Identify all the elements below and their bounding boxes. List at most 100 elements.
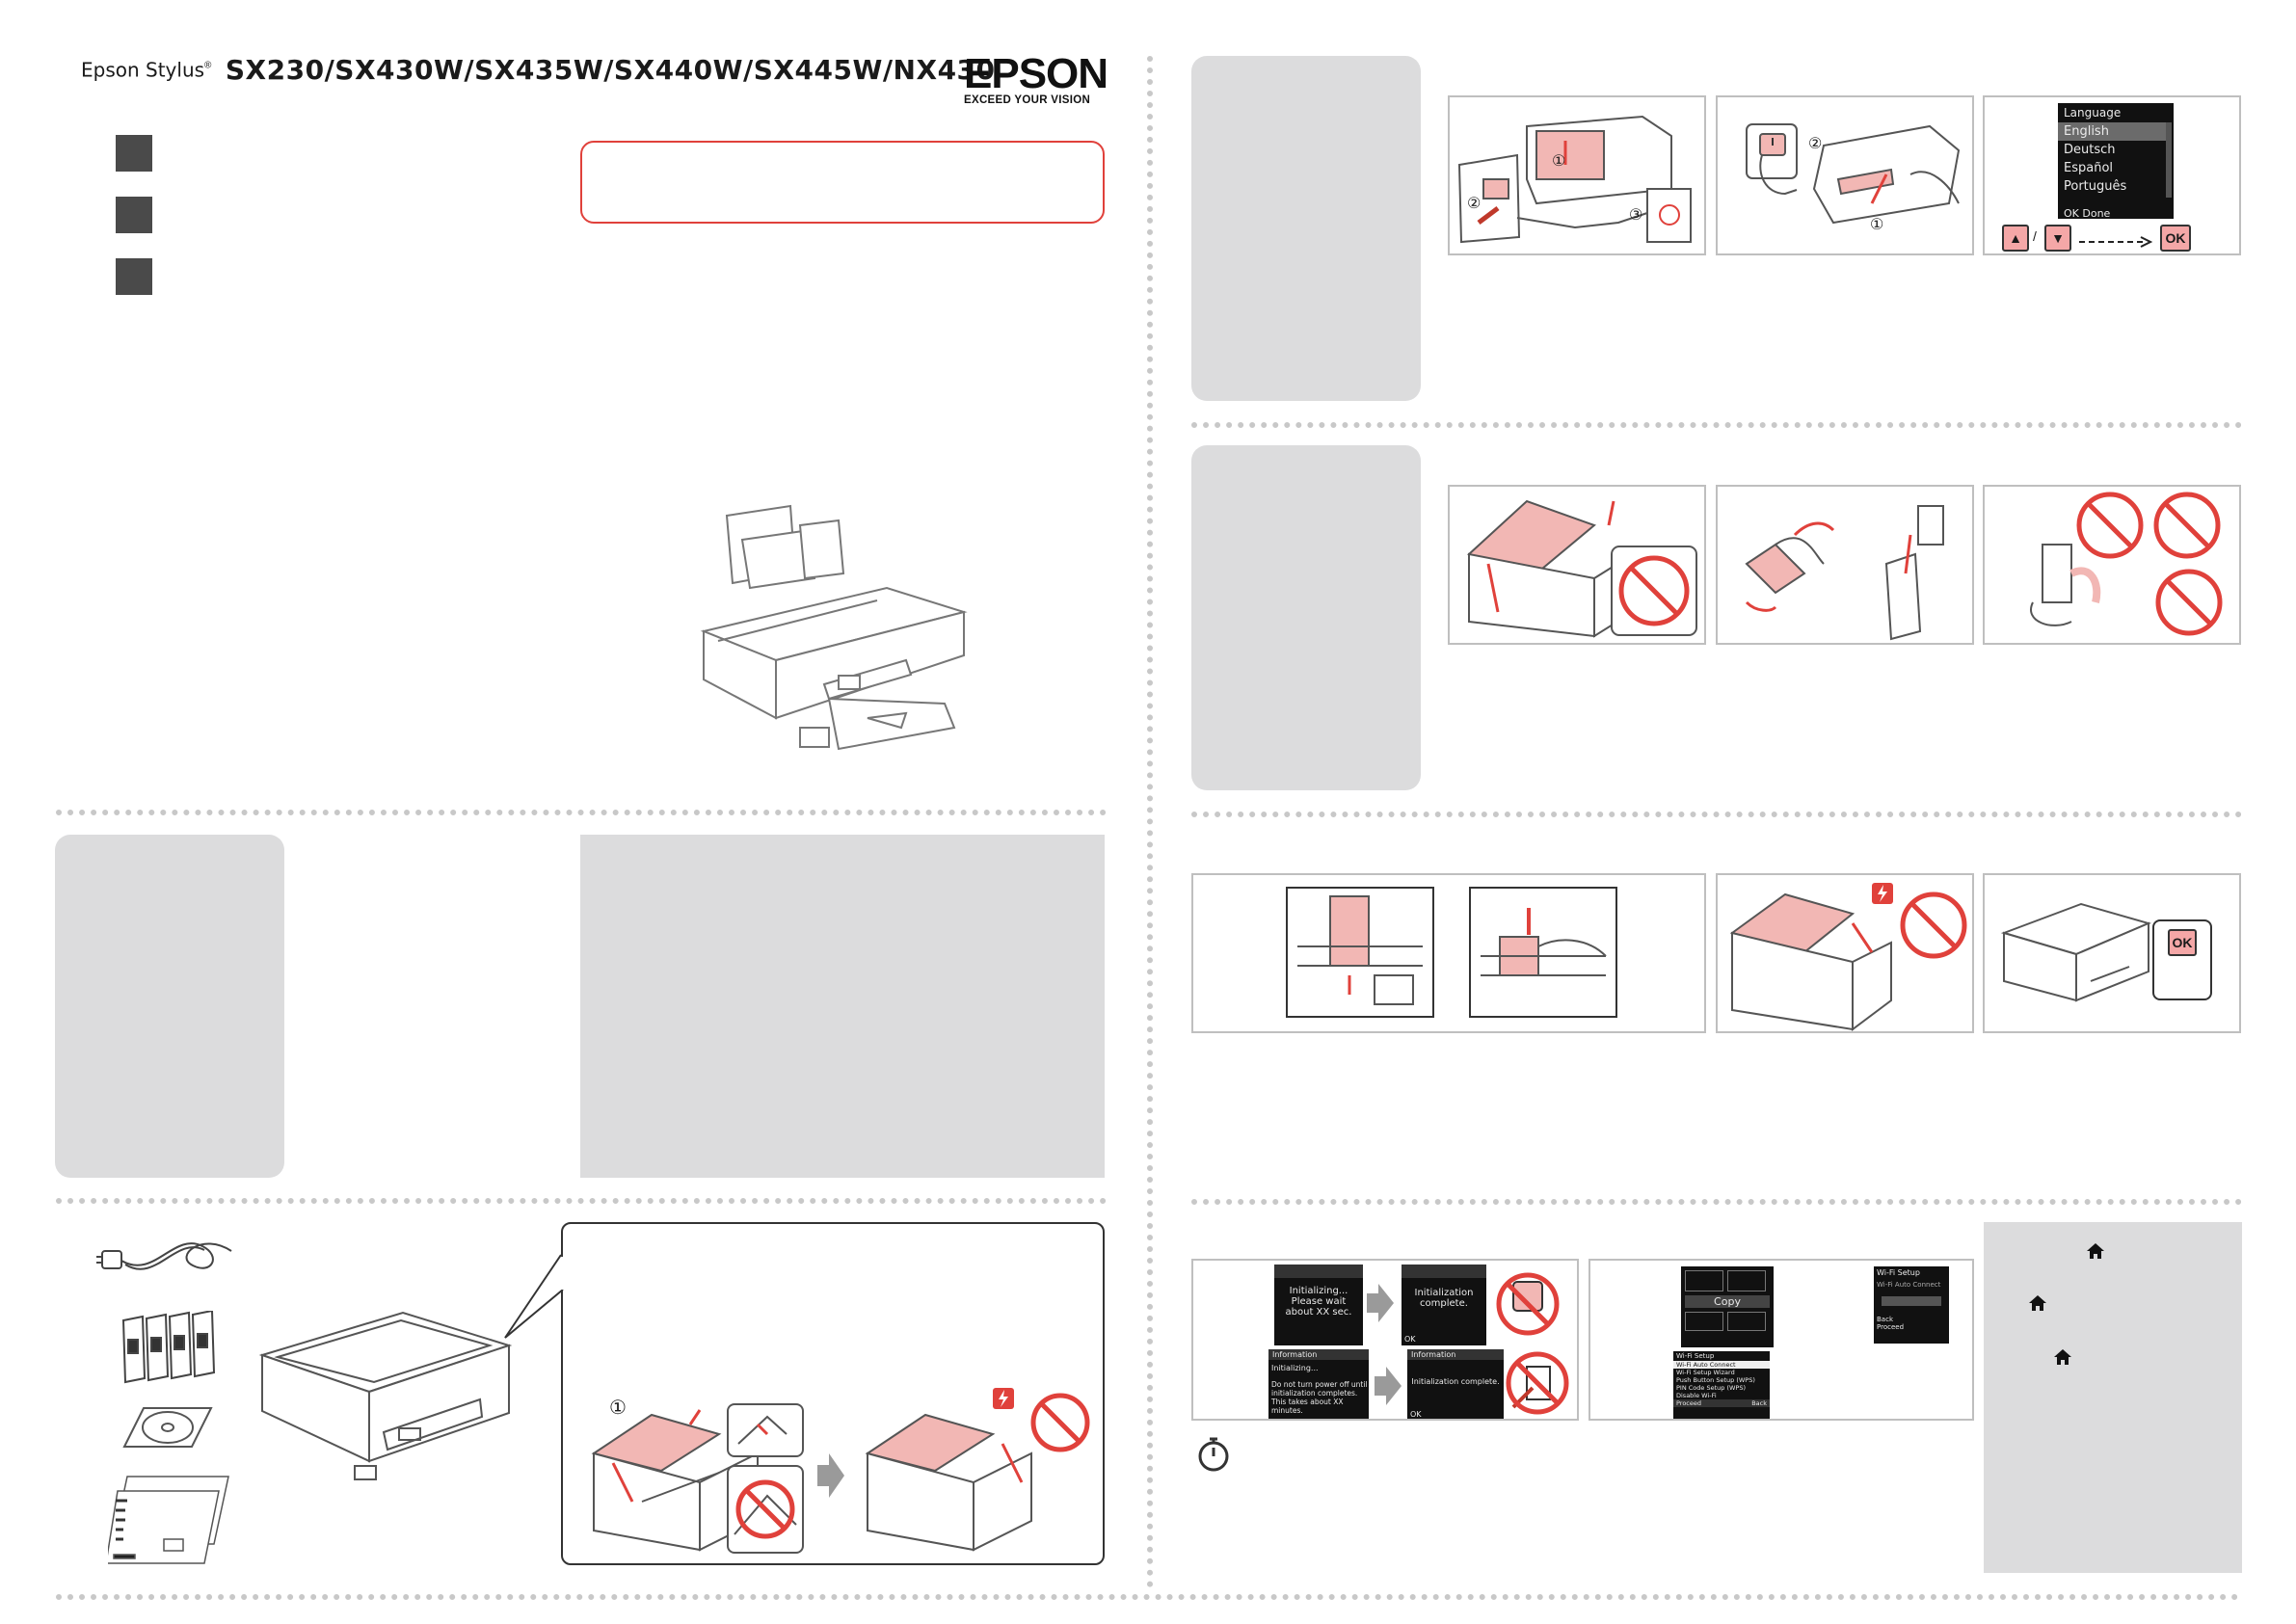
init-a-line-1: Initializing... — [1289, 1286, 1348, 1296]
language-marker-2 — [116, 197, 152, 233]
registered-mark: ® — [204, 60, 212, 71]
language-screen-footer: OK Done — [2064, 207, 2111, 220]
wifi-menu-proceed[interactable]: Proceed — [1676, 1399, 1702, 1407]
wifi-menu-back[interactable]: Back — [1751, 1399, 1767, 1407]
wifi-setup-screens-frame: Copy Wi-Fi Setup Wi-Fi Auto Connect Back… — [1589, 1259, 1974, 1421]
ok-key-zoom[interactable]: OK — [2168, 929, 2197, 956]
callout-close-scanner-illustration — [858, 1396, 1051, 1555]
unplug-prohibited-icon — [1504, 1349, 1571, 1417]
init-a-line-2: Please wait — [1291, 1296, 1347, 1307]
language-screen-title: Language — [2064, 106, 2122, 120]
init-c-line-4: initialization completes. — [1271, 1389, 1358, 1398]
step-connect-power-frame: ① ② ③ — [1448, 95, 1706, 255]
init-d-line: Initialization complete. — [1411, 1377, 1500, 1386]
power-off-prohibited-1 — [1494, 1270, 1562, 1338]
menu-tools-icon[interactable] — [1727, 1312, 1766, 1331]
callout-detail-illustration — [727, 1403, 804, 1457]
wifi-auto-field[interactable] — [1882, 1296, 1941, 1306]
divider-bottom — [56, 1594, 2239, 1600]
wifi-proceed-label[interactable]: Proceed — [1877, 1323, 1905, 1331]
arrow-next-icon-3 — [1375, 1367, 1402, 1405]
ok-button-zoom: OK — [2152, 919, 2212, 1000]
init-c-line-2 — [1268, 1372, 1369, 1380]
power-on-label-2: ② — [1808, 136, 1823, 152]
section-ink-label-panel — [1191, 445, 1421, 790]
logo-wordmark: EPSON — [964, 50, 1108, 97]
power-on-label-1: ① — [1870, 217, 1884, 233]
wifi-menu-item-1[interactable]: Wi-Fi Auto Connect — [1673, 1361, 1770, 1369]
unpacking-notice-panel — [580, 835, 1105, 1178]
stopwatch-icon — [1197, 1436, 1230, 1473]
init-c-line-5: This takes about XX minutes. — [1271, 1398, 1344, 1415]
model-list: SX230/SX430W/SX435W/SX440W/SX445W/NX430 — [225, 54, 996, 86]
power-step-label-3: ③ — [1629, 207, 1643, 224]
divider-left-2 — [56, 1198, 1107, 1204]
electric-warning-icon — [993, 1388, 1014, 1409]
wifi-menu-item-4[interactable]: PIN Code Setup (WPS) — [1676, 1384, 1747, 1392]
wifi-auto-connect-screen: Wi-Fi Setup Wi-Fi Auto Connect Back Proc… — [1874, 1266, 1949, 1344]
wifi-auto-label: Wi-Fi Auto Connect — [1877, 1281, 1941, 1289]
step-power-on-frame: ② ① — [1716, 95, 1974, 255]
language-option-deutsch[interactable]: Deutsch — [2064, 143, 2116, 157]
init-b-line-1: Initialization — [1414, 1288, 1474, 1298]
step-insert-cartridge-frame — [1191, 873, 1706, 1033]
arrow-next-icon-2 — [1367, 1284, 1394, 1322]
down-key[interactable]: ▼ — [2044, 225, 2071, 252]
menu-rotate-icon[interactable] — [1685, 1312, 1723, 1331]
brand-title: Epson Stylus® SX230/SX430W/SX435W/SX440W… — [81, 54, 995, 93]
arrow-next-icon — [817, 1453, 844, 1498]
init-screen-c: Information Initializing... Do not turn … — [1268, 1349, 1369, 1419]
logo-tagline: EXCEED YOUR VISION — [964, 94, 1091, 106]
wifi-menu-item-3[interactable]: Push Button Setup (WPS) — [1676, 1376, 1755, 1384]
electric-warning-icon-2 — [1872, 883, 1893, 904]
ok-key[interactable]: OK — [2160, 225, 2191, 252]
printer-closed-illustration — [258, 1297, 519, 1485]
divider-center — [1147, 56, 1153, 1588]
divider-right-2 — [1191, 812, 2242, 817]
language-option-english[interactable]: English — [2058, 122, 2166, 141]
init-a-line-3: about XX sec. — [1285, 1307, 1352, 1318]
home-icon — [2028, 1293, 2047, 1313]
epson-logo: EPSON EXCEED YOUR VISION — [964, 50, 1108, 110]
wifi-menu-item-2[interactable]: Wi-Fi Setup Wizard — [1676, 1369, 1735, 1376]
init-d-footer: OK — [1410, 1410, 1422, 1419]
divider-right-3 — [1191, 1199, 2242, 1205]
hero-printer-illustration — [694, 496, 983, 761]
warning-box — [580, 141, 1105, 224]
unpacking-label-panel — [55, 835, 284, 1178]
section-power-label-panel — [1191, 56, 1421, 401]
language-option-portugues[interactable]: Português — [2064, 179, 2127, 194]
callout-step-label-1: ① — [609, 1398, 627, 1419]
menu-copy-icon[interactable] — [1727, 1270, 1766, 1291]
key-separator: / — [2033, 228, 2037, 244]
init-c-line-3: Do not turn power off until — [1271, 1380, 1368, 1389]
init-b-footer: OK — [1404, 1335, 1416, 1344]
wifi-back-label[interactable]: Back — [1877, 1316, 1893, 1323]
power-step-label-2: ② — [1467, 196, 1482, 212]
up-key[interactable]: ▲ — [2002, 225, 2029, 252]
ink-cartridges-illustration — [114, 1311, 220, 1386]
insert-cartridge-illustration — [1286, 887, 1434, 1018]
brand-small: Epson Stylus — [81, 58, 205, 82]
prohibited-icon — [1029, 1392, 1091, 1453]
press-cartridge-illustration — [1469, 887, 1617, 1018]
init-screen-d: Information Initialization complete. OK — [1407, 1349, 1504, 1419]
dashed-arrow — [2077, 236, 2154, 248]
language-marker-3 — [116, 258, 152, 295]
initialization-screens-frame: Initializing... Please wait about XX sec… — [1191, 1259, 1579, 1421]
step-open-scanner-frame — [1448, 485, 1706, 645]
menu-wifi-icon[interactable] — [1685, 1270, 1723, 1291]
init-screen-a: Initializing... Please wait about XX sec… — [1274, 1265, 1363, 1345]
language-option-espanol[interactable]: Español — [2064, 161, 2114, 175]
copy-label: Copy — [1685, 1295, 1770, 1308]
init-c-line-1: Initializing... — [1271, 1364, 1319, 1372]
scrollbar[interactable] — [2166, 122, 2172, 198]
language-lcd-screen: Language English Deutsch Español Portugu… — [2058, 103, 2174, 220]
notes-panel — [1984, 1222, 2242, 1573]
software-cd-illustration — [120, 1403, 216, 1457]
home-icon — [2053, 1347, 2072, 1367]
wifi-menu-item-5[interactable]: Disable Wi-Fi — [1676, 1392, 1717, 1399]
init-b-line-2: complete. — [1420, 1298, 1468, 1309]
home-menu-screen: Copy — [1681, 1266, 1774, 1347]
step-remove-tape-frame — [1983, 485, 2241, 645]
